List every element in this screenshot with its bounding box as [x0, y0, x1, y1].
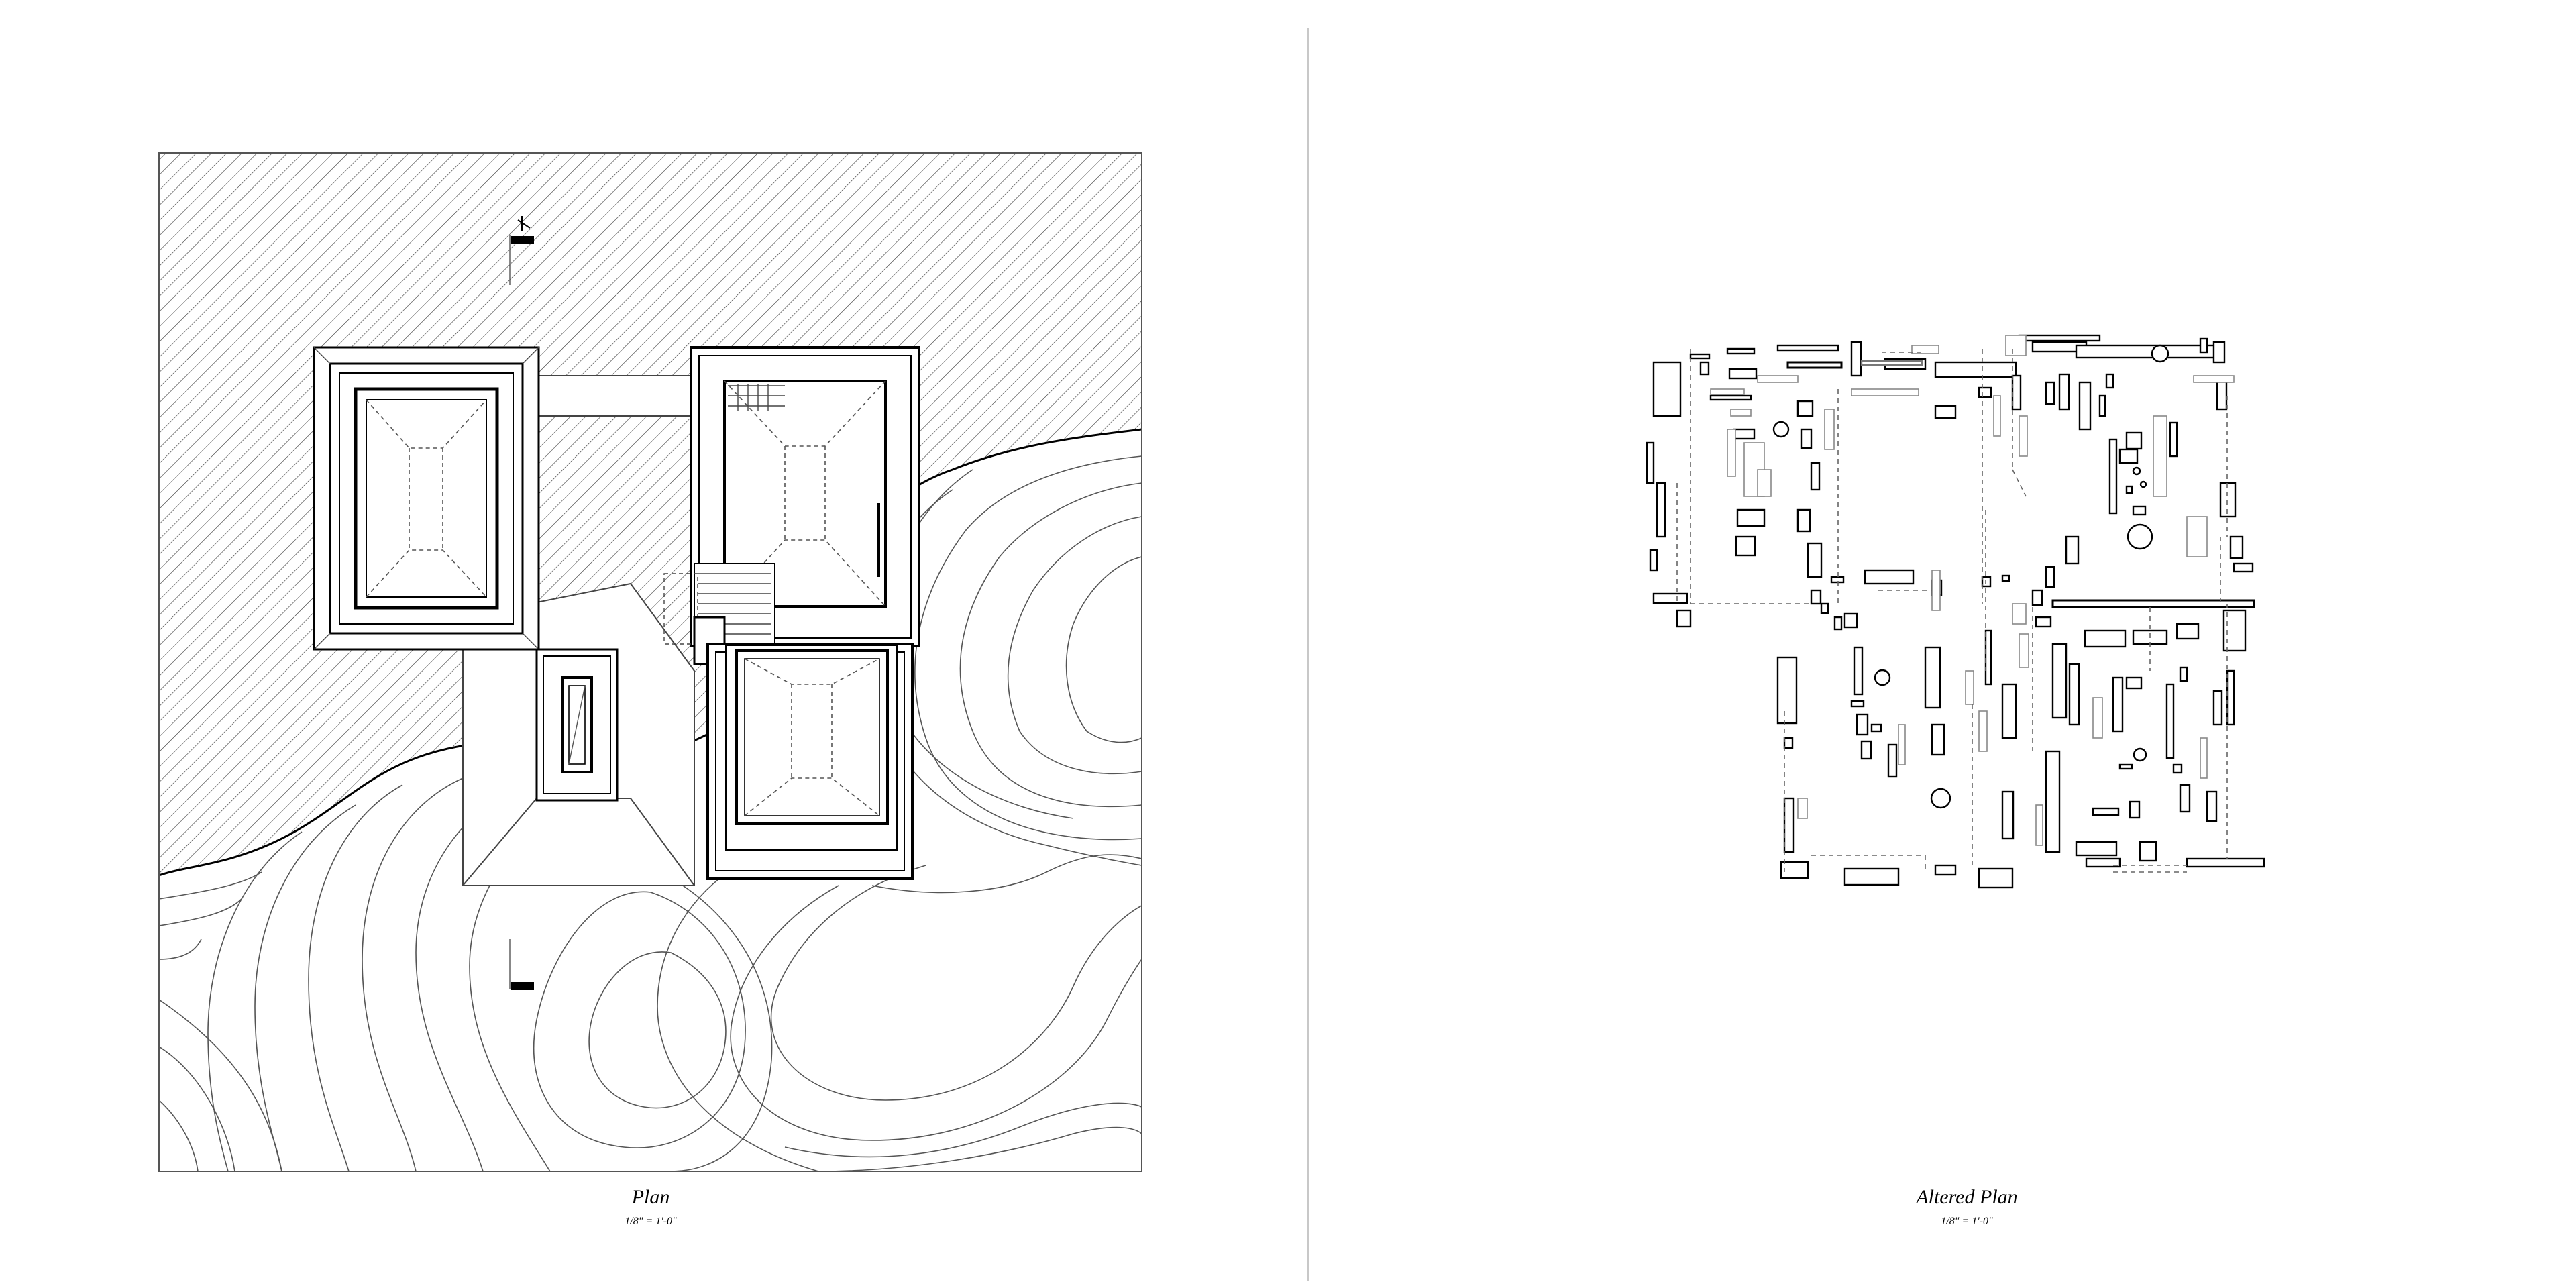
site-boundary — [158, 152, 1142, 1172]
site-plan-drawing — [158, 152, 1142, 1172]
section-marker-bottom — [509, 939, 534, 990]
pavilion-one — [313, 346, 540, 651]
altered-plan-light-elements — [1710, 335, 2235, 846]
pavilion-four — [706, 643, 914, 880]
altered-plan-title: Altered Plan — [1916, 1186, 2018, 1208]
hatched-ground — [159, 153, 1142, 875]
plan-scale: 1/8" = 1'-0" — [625, 1216, 677, 1227]
section-marker-top — [509, 216, 534, 285]
altered-plan-dashed-lines — [1676, 349, 2228, 873]
altered-plan-scale: 1/8" = 1'-0" — [1941, 1216, 1993, 1227]
pavilion-three — [535, 648, 619, 802]
plan-title: Plan — [631, 1186, 670, 1208]
altered-plan-drawing — [1646, 334, 2265, 889]
